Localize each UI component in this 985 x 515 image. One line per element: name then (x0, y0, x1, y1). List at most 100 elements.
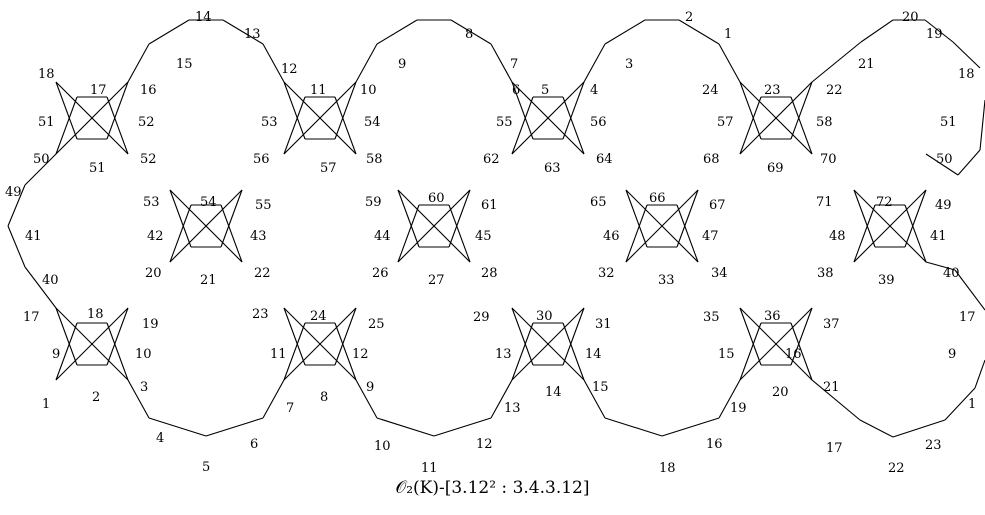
tiling-edge (127, 379, 150, 419)
vertex-label: 4 (590, 83, 598, 98)
vertex-label: 52 (140, 152, 157, 167)
tiling-edge (55, 81, 129, 155)
vertex-label: 41 (930, 229, 947, 244)
vertex-label: 39 (878, 273, 895, 288)
tiling-edge (676, 189, 699, 248)
vertex-label: 13 (504, 401, 521, 416)
tiling-edge (562, 81, 585, 140)
tiling-edge (106, 81, 129, 140)
tiling-edge (7, 184, 26, 227)
tiling-edge (811, 41, 862, 83)
tiling-edge (892, 419, 946, 438)
vertex-label: 11 (421, 461, 438, 476)
tiling-edge (853, 189, 876, 248)
tiling-edge (562, 322, 585, 381)
tiling-edge (220, 189, 243, 248)
tiling-edge (55, 322, 78, 381)
vertex-label: 41 (25, 229, 42, 244)
vertex-label: 51 (940, 115, 957, 130)
vertex-label: 29 (473, 310, 490, 325)
vertex-label: 23 (764, 83, 781, 98)
vertex-label: 56 (590, 115, 607, 130)
tiling-edge (262, 43, 285, 83)
tiling-edge (739, 307, 762, 366)
tiling-edge (604, 417, 663, 437)
tiling-edge (790, 322, 813, 381)
tiling-edge (583, 379, 606, 419)
vertex-label: 9 (52, 347, 60, 362)
vertex-label: 72 (876, 195, 893, 210)
tiling-edge (283, 307, 357, 381)
vertex-label: 11 (270, 347, 287, 362)
tiling-edge (24, 153, 57, 186)
tiling-edge (55, 307, 78, 366)
vertex-label: 9 (398, 57, 406, 72)
tiling-edge (676, 204, 699, 263)
tiling-edge (853, 204, 876, 263)
tiling-edge (169, 189, 243, 263)
vertex-label: 19 (926, 27, 943, 42)
vertex-label: 11 (310, 83, 327, 98)
vertex-label: 4 (156, 431, 164, 446)
vertex-label: 51 (38, 115, 55, 130)
vertex-label: 15 (718, 347, 735, 362)
tiling-edge (511, 307, 585, 381)
tiling-edge (957, 149, 981, 176)
tiling-edge (24, 266, 57, 309)
tiling-edge (811, 379, 861, 421)
vertex-label: 63 (544, 161, 561, 176)
vertex-label: 2 (685, 10, 693, 25)
vertex-label: 3 (140, 380, 148, 395)
tiling-edges (7, 19, 985, 438)
vertex-label: 64 (596, 152, 613, 167)
vertex-label: 18 (87, 307, 104, 322)
vertex-label: 21 (200, 273, 217, 288)
tiling-edge (355, 43, 378, 83)
vertex-label: 40 (943, 266, 960, 281)
tiling-edge (355, 379, 378, 419)
vertex-label: 53 (261, 115, 278, 130)
tiling-edge (739, 81, 762, 140)
vertex-label: 17 (826, 441, 843, 456)
vertex-label: 9 (948, 347, 956, 362)
tiling-edge (954, 269, 985, 311)
vertex-label: 5 (202, 460, 210, 475)
vertex-label: 22 (254, 266, 271, 281)
vertex-label: 44 (374, 229, 391, 244)
tiling-edge (148, 417, 207, 437)
vertex-label: 16 (706, 437, 723, 452)
vertex-label: 58 (366, 152, 383, 167)
tiling-edge (924, 19, 954, 43)
tiling-edge (448, 204, 471, 263)
vertex-label: 37 (823, 317, 840, 332)
vertex-label: 54 (364, 115, 381, 130)
vertex-label: 18 (38, 67, 55, 82)
tiling-edge (925, 153, 959, 176)
tiling-edge (283, 81, 357, 155)
vertex-label: 32 (598, 266, 615, 281)
vertex-label: 42 (147, 229, 164, 244)
vertex-label: 8 (320, 390, 328, 405)
vertex-label: 28 (481, 266, 498, 281)
tiling-edge (397, 204, 420, 263)
vertex-label: 24 (702, 83, 719, 98)
tiling-edge (625, 189, 699, 263)
vertex-label: 20 (145, 266, 162, 281)
vertex-label: 53 (143, 195, 160, 210)
tiling-edge (127, 43, 150, 83)
tiling-edge (283, 96, 306, 155)
tiling-edge (944, 387, 976, 421)
vertex-label: 35 (703, 310, 720, 325)
tiling-edge (974, 359, 985, 389)
vertex-label: 3 (625, 57, 633, 72)
vertex-label: 8 (465, 27, 473, 42)
vertex-label: 43 (250, 229, 267, 244)
vertex-label: 66 (649, 191, 666, 206)
vertex-label: 20 (902, 10, 919, 25)
tiling-edge (583, 43, 606, 83)
tiling-edge (205, 417, 264, 437)
vertex-label: 22 (888, 461, 905, 476)
tiling-edge (511, 81, 585, 155)
